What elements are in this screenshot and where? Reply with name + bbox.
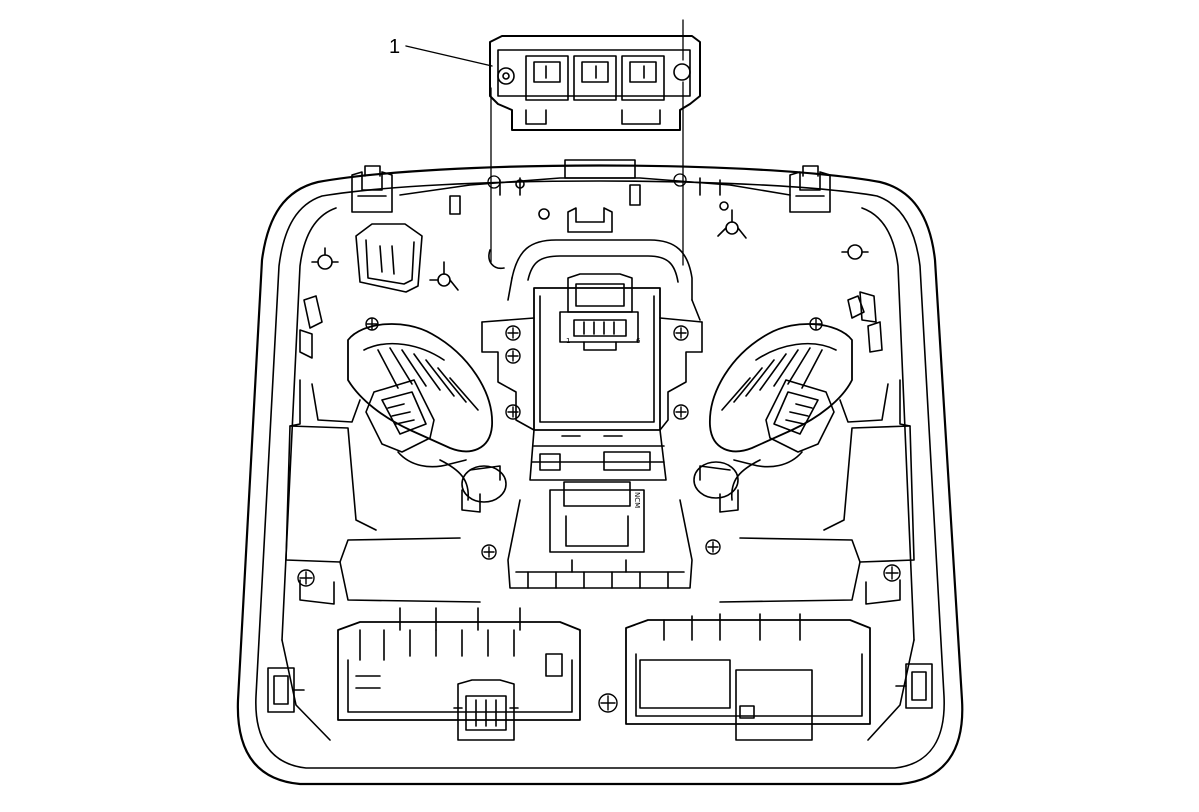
module-mark-label: NCM bbox=[633, 492, 641, 508]
top-rib-detail bbox=[400, 160, 790, 232]
left-wire-harness bbox=[440, 460, 506, 512]
connector-pin-a-label: 1 bbox=[566, 337, 570, 345]
center-screws bbox=[298, 318, 900, 712]
bottom-left-connector-block bbox=[338, 608, 580, 720]
alignment-lines bbox=[488, 20, 686, 265]
bottom-left-corner-clip bbox=[268, 668, 304, 712]
center-mount-frame bbox=[482, 318, 702, 430]
right-lamp-housing bbox=[710, 324, 852, 451]
bottom-left-small-connector bbox=[454, 680, 518, 740]
left-upper-vent-cutout bbox=[356, 224, 422, 292]
lower-center-bracket bbox=[508, 482, 692, 588]
callout-1-leader-line bbox=[406, 46, 492, 66]
central-module bbox=[530, 288, 666, 480]
connector-pin-b-label: 6 bbox=[636, 337, 641, 345]
rim-clip-left bbox=[352, 166, 392, 212]
console-housing-outer-shell bbox=[238, 166, 962, 785]
center-arch-frame bbox=[489, 240, 700, 320]
right-side-clips bbox=[718, 210, 882, 352]
callout-1-label: 1 bbox=[389, 36, 400, 58]
bottom-right-connector-block bbox=[626, 614, 870, 740]
module-connector-plug bbox=[560, 274, 638, 350]
overhead-lamp-switch-assembly bbox=[490, 36, 700, 130]
rim-clip-right bbox=[790, 166, 830, 212]
right-lamp-connector bbox=[734, 380, 834, 467]
left-side-clips bbox=[300, 248, 458, 358]
right-side-compartment bbox=[720, 380, 914, 604]
left-side-compartment bbox=[286, 380, 480, 604]
left-lamp-housing bbox=[348, 324, 492, 451]
left-lamp-connector bbox=[366, 380, 466, 467]
bottom-right-corner-clip bbox=[896, 664, 932, 708]
right-wire-harness bbox=[694, 460, 760, 512]
